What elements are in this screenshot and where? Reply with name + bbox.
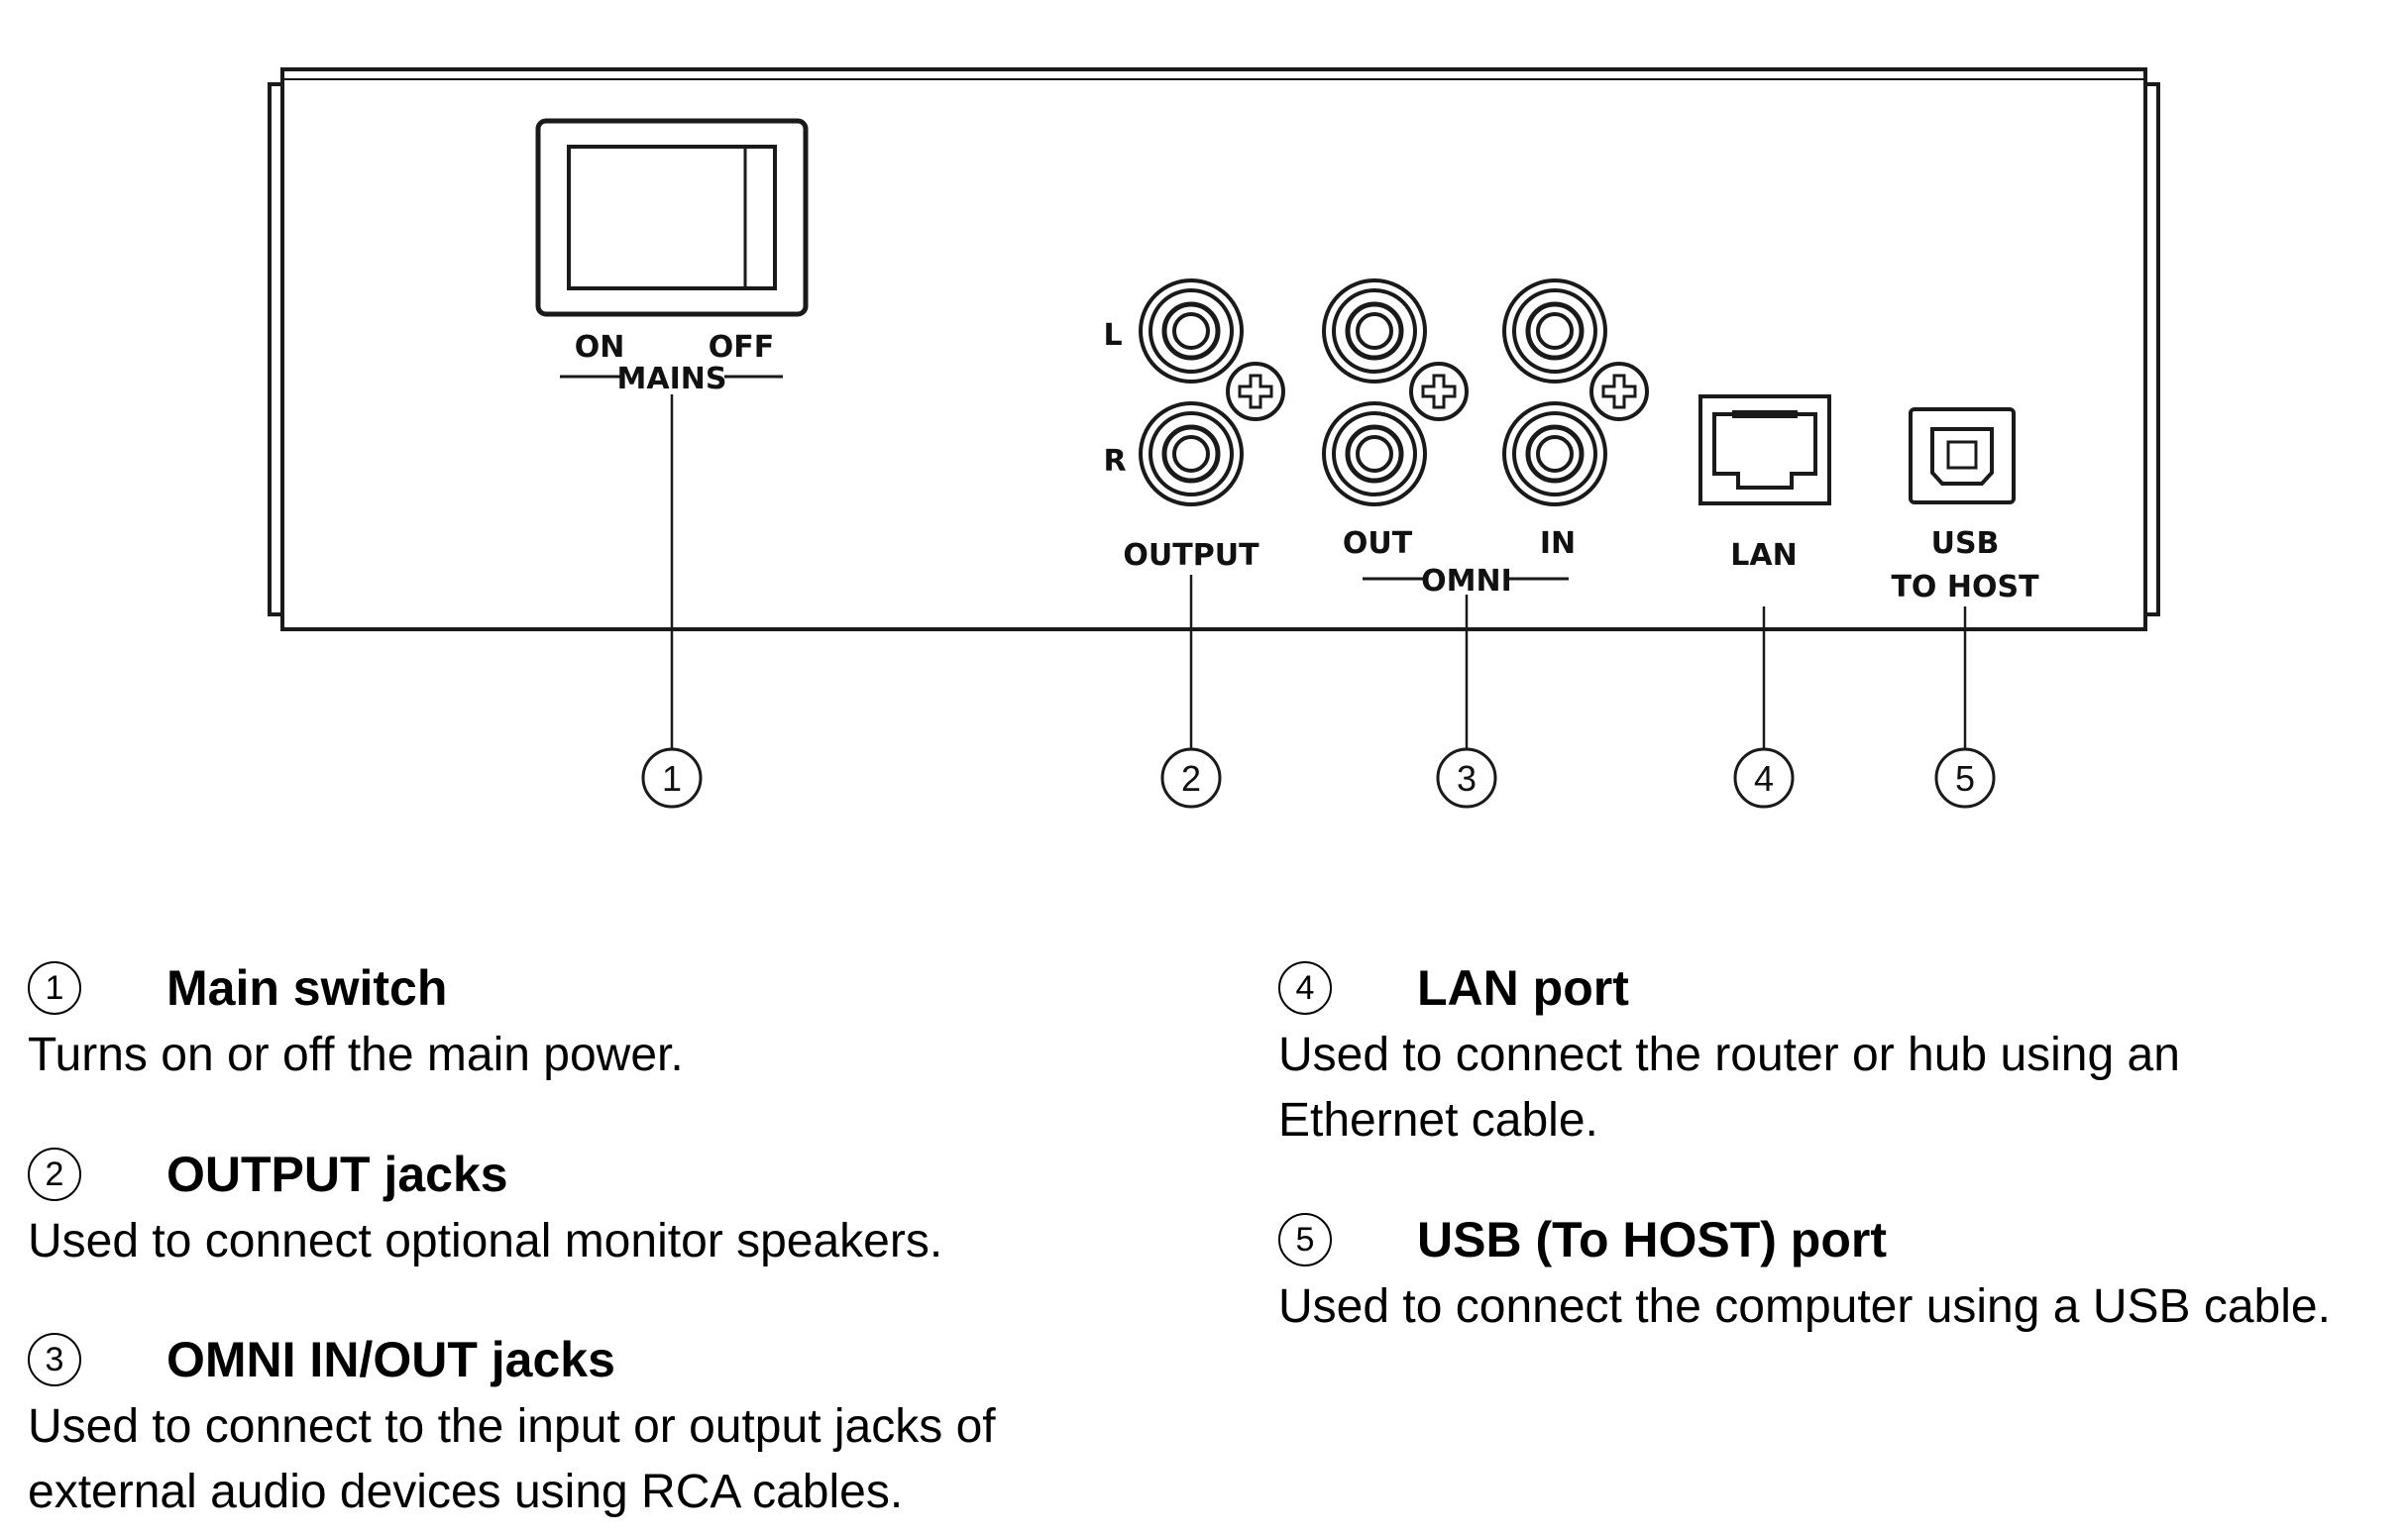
desc-title: OMNI IN/OUT jacks [166,1332,615,1387]
chassis-outline [268,67,2160,631]
lan-label: LAN [1730,538,1797,573]
desc-number: 5 [1278,1213,1332,1266]
description-output-jacks: 2 OUTPUT jacks Used to connect optional … [28,1140,1157,1274]
desc-body-line: Used to connect the computer using a USB… [1278,1280,2331,1333]
svg-text:1: 1 [662,758,682,799]
desc-title: USB (To HOST) port [1417,1212,1887,1267]
svg-text:3: 3 [1457,758,1477,799]
usb-to-host-label: TO HOST [1891,570,2039,605]
omni-out-r-jack[interactable] [1324,403,1425,504]
callout-2: 2 [1160,747,1222,809]
desc-body-line: Ethernet cable. [1278,1094,1598,1147]
desc-title: LAN port [1417,960,1629,1016]
off-label: OFF [709,330,775,365]
left-channel-label: L [1103,318,1122,353]
description-main-switch: 1 Main switch Turns on or off the main p… [28,953,1157,1088]
desc-body-line: Turns on or off the main power. [28,1029,684,1081]
desc-title: Main switch [166,960,448,1016]
lan-port[interactable] [1698,394,1831,505]
desc-body-line: Used to connect optional monitor speaker… [28,1215,943,1267]
description-lan-port: 4 LAN port Used to connect the router or… [1278,953,2408,1154]
mains-switch[interactable] [535,118,809,317]
description-usb-port: 5 USB (To HOST) port Used to connect the… [1278,1205,2408,1340]
desc-body-line: Used to connect to the input or output j… [28,1400,996,1453]
output-label: OUTPUT [1123,538,1259,573]
omni-out-l-jack[interactable] [1324,280,1425,382]
ground-screw-icon [1589,362,1649,421]
desc-body-line: external audio devices using RCA cables. [28,1466,904,1518]
desc-number: 1 [28,961,81,1015]
on-label: ON [575,330,625,365]
omni-in-label: IN [1540,526,1576,561]
desc-number: 4 [1278,961,1332,1015]
output-l-jack[interactable] [1141,280,1242,382]
usb-label: USB [1931,526,2000,561]
desc-number: 2 [28,1148,81,1201]
callout-4: 4 [1733,747,1795,809]
output-r-jack[interactable] [1141,403,1242,504]
svg-text:4: 4 [1754,758,1774,799]
right-channel-label: R [1103,444,1126,479]
leader-lines [670,394,1967,748]
callout-3: 3 [1436,747,1497,809]
omni-in-r-jack[interactable] [1504,403,1605,504]
omni-in-l-jack[interactable] [1504,280,1605,382]
mains-label: MAINS [617,362,727,396]
svg-text:2: 2 [1181,758,1201,799]
ground-screw-icon [1409,362,1469,421]
svg-text:5: 5 [1955,758,1975,799]
usb-b-port[interactable] [1909,407,2016,504]
omni-out-label: OUT [1343,526,1413,561]
callout-1: 1 [641,747,703,809]
description-omni-jacks: 3 OMNI IN/OUT jacks Used to connect to t… [28,1325,1157,1525]
desc-title: OUTPUT jacks [166,1147,508,1202]
omni-label: OMNI [1421,564,1512,599]
desc-body-line: Used to connect the router or hub using … [1278,1029,2180,1081]
desc-number: 3 [28,1333,81,1386]
ground-screw-icon [1226,362,1285,421]
rear-panel-diagram: ON OFF MAINS L R OUTPUT OUT IN OMNI LA [268,67,2160,809]
callout-5: 5 [1934,747,1996,809]
